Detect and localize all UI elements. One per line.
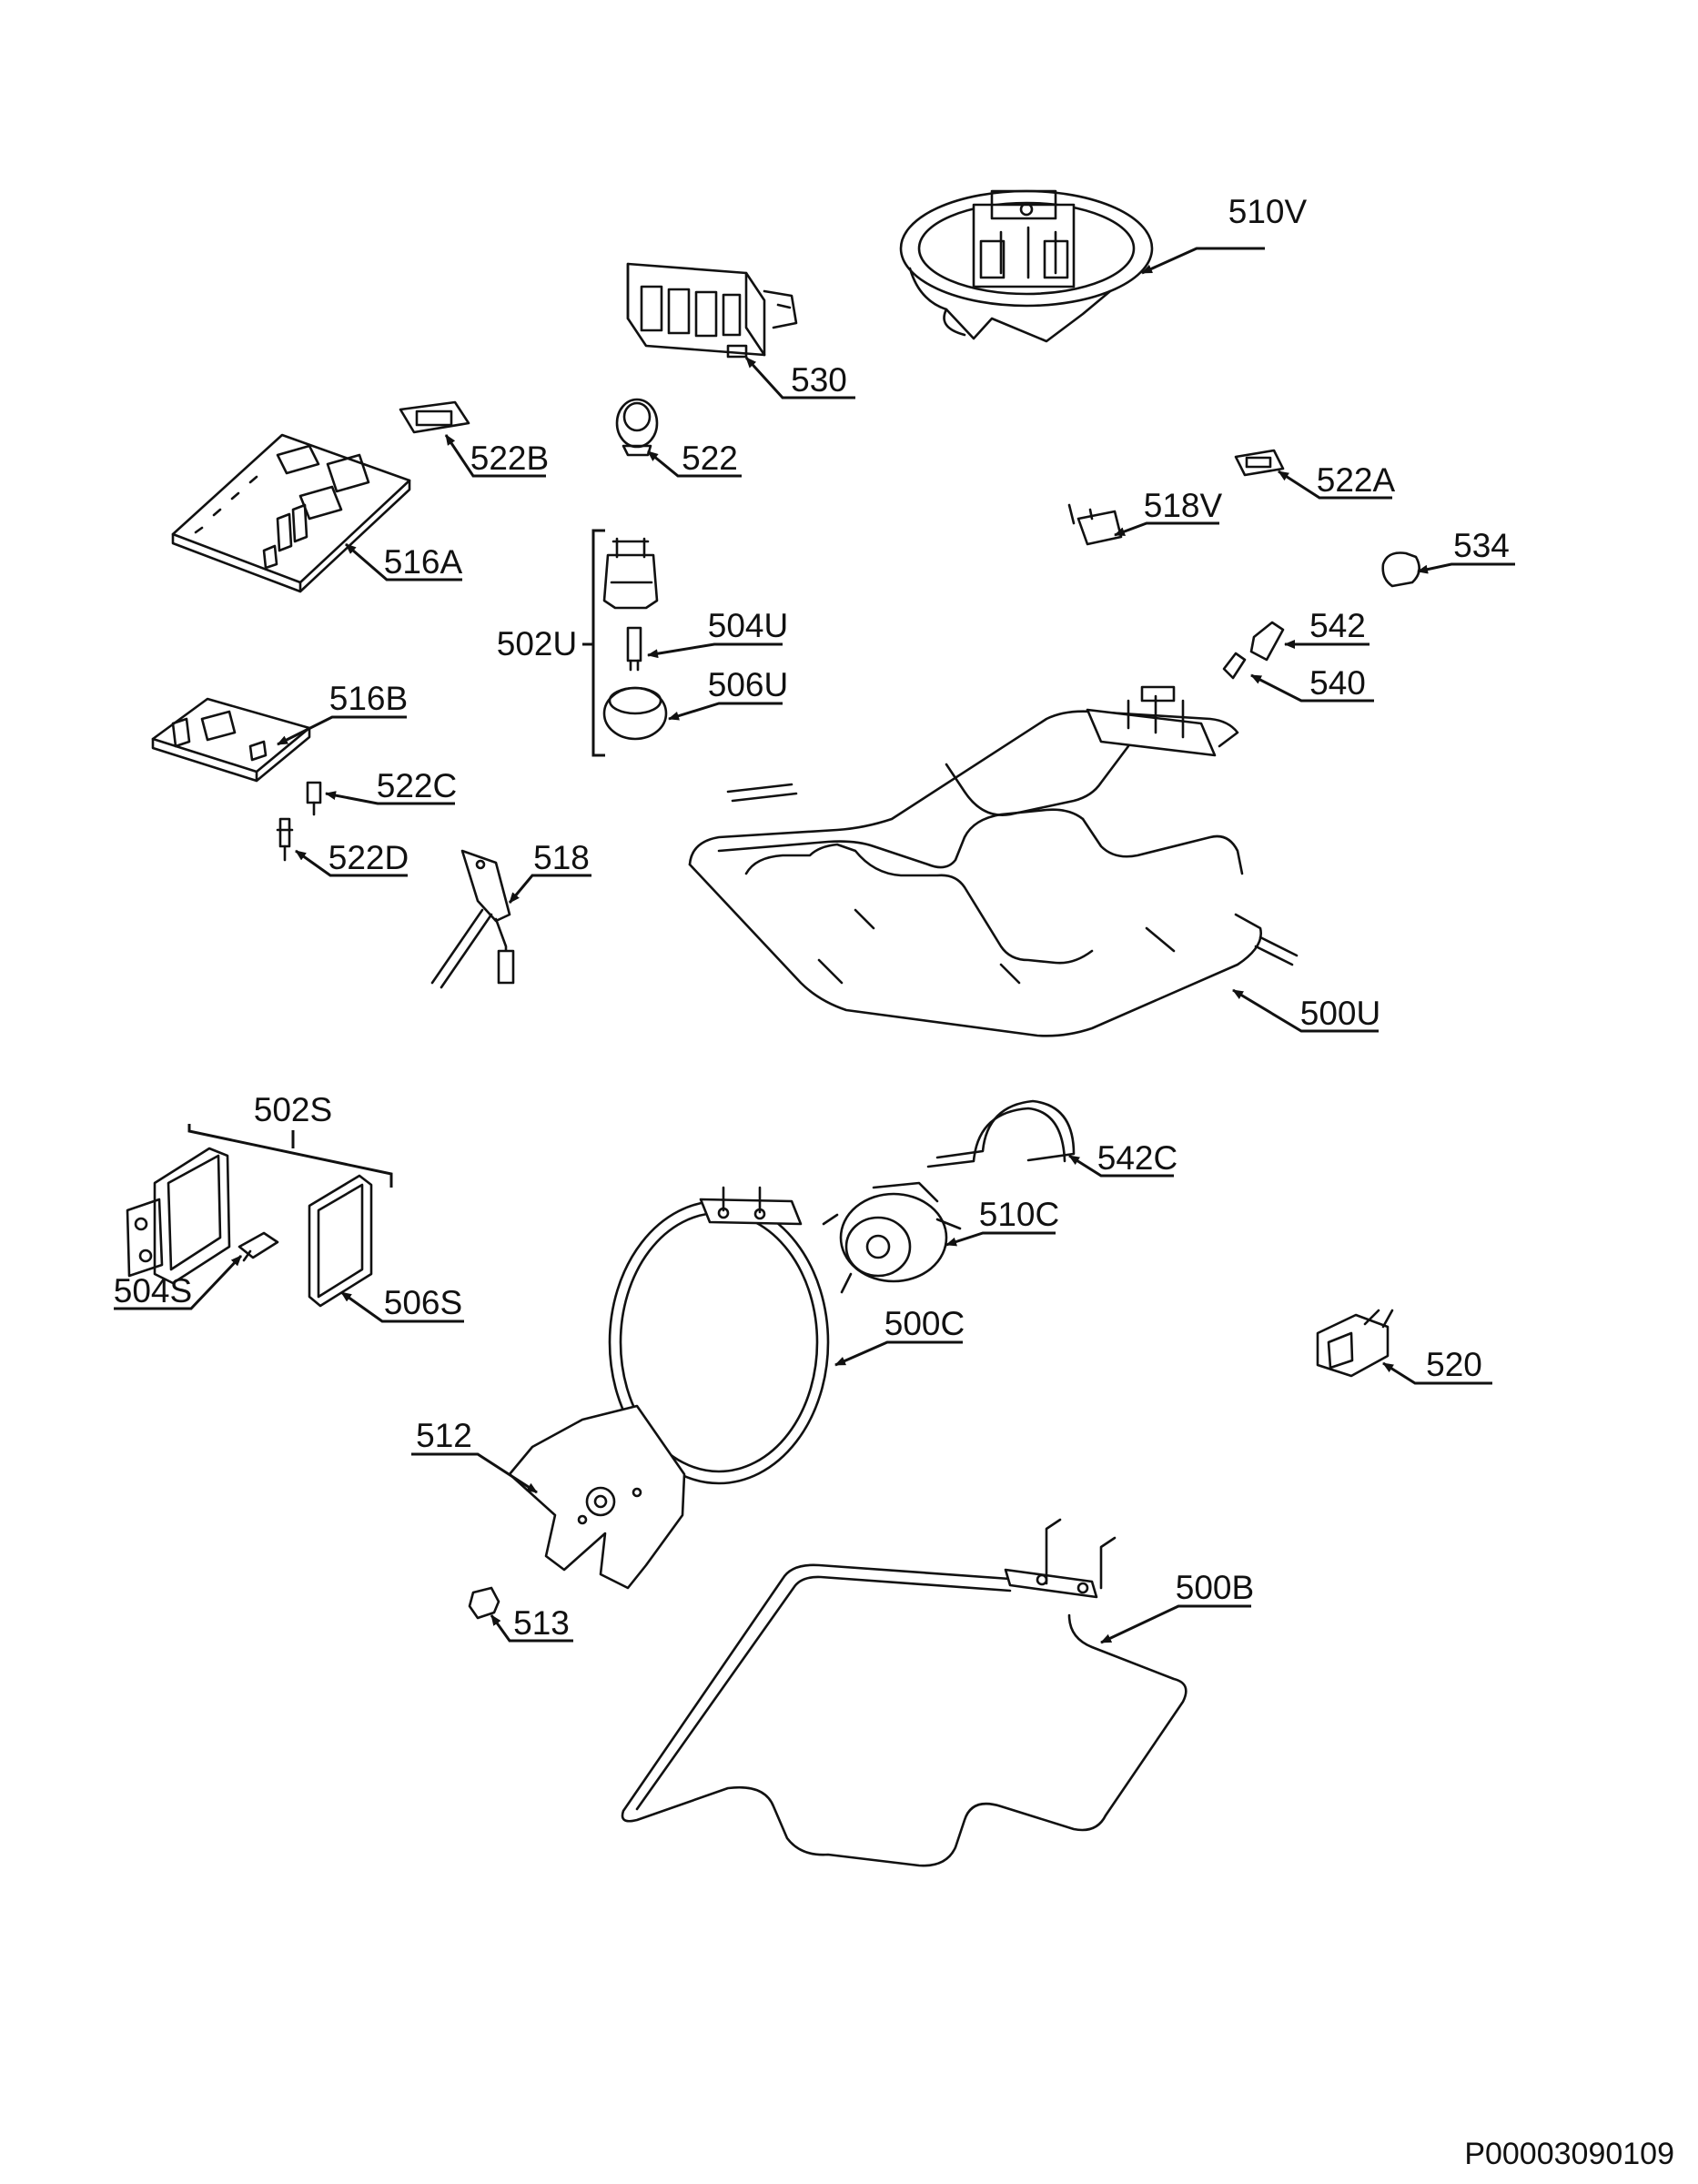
label-506U: 506U (708, 666, 788, 703)
part-542-540 (1222, 621, 1285, 680)
label-504S: 504S (114, 1272, 192, 1309)
label-504U: 504U (708, 607, 788, 644)
label-522A: 522A (1317, 461, 1396, 499)
label-502U: 502U (497, 625, 577, 662)
label-522B: 522B (470, 440, 549, 477)
label-516A: 516A (384, 543, 463, 581)
part-534-cap (1381, 551, 1420, 588)
label-518V: 518V (1144, 487, 1223, 524)
label-500U: 500U (1300, 995, 1380, 1032)
part-542C-clip (926, 1099, 1076, 1168)
label-512: 512 (416, 1417, 472, 1454)
label-530: 530 (791, 361, 847, 399)
label-534: 534 (1453, 527, 1510, 564)
drawing-reference-number: P00003090109 (1464, 2137, 1674, 2171)
part-504S-bulb (238, 1231, 279, 1262)
label-522: 522 (682, 440, 738, 477)
label-518: 518 (533, 839, 590, 876)
part-502S-lamp (126, 1147, 231, 1285)
part-510C-motor (822, 1181, 962, 1294)
part-500U-top-element (688, 685, 1299, 1037)
label-500C: 500C (884, 1305, 965, 1342)
part-512-fan-blade (508, 1404, 686, 1590)
label-540: 540 (1309, 664, 1366, 702)
part-506S-cover (308, 1174, 373, 1308)
label-542: 542 (1309, 607, 1366, 644)
label-510C: 510C (979, 1196, 1059, 1233)
part-518V-sensor-holder (1067, 503, 1123, 546)
part-510V-cooling-fan (899, 189, 1154, 343)
label-520: 520 (1426, 1346, 1482, 1383)
label-502S: 502S (254, 1091, 332, 1128)
part-500B-bottom-element (621, 1518, 1188, 1867)
part-516B-board (151, 697, 311, 783)
part-518-sensor (430, 849, 515, 989)
part-522C-522D-pins (276, 781, 322, 862)
part-522B-holder (399, 400, 470, 434)
part-500C-ring-element (608, 1186, 830, 1485)
part-522A-holder (1234, 449, 1285, 477)
part-502U-lamp-assembly (602, 537, 668, 741)
callout-labels: 510V 530 522B 522 522A 518V 534 516A 502… (114, 193, 1674, 2171)
label-500B: 500B (1176, 1569, 1254, 1606)
part-516A-control-board (171, 433, 411, 593)
label-542C: 542C (1097, 1139, 1177, 1177)
label-516B: 516B (329, 680, 408, 717)
label-506S: 506S (384, 1284, 462, 1321)
label-522D: 522D (328, 839, 409, 876)
part-513-nut (468, 1586, 500, 1620)
label-510V: 510V (1228, 193, 1308, 230)
label-522C: 522C (377, 767, 457, 804)
part-522-thermostat (615, 398, 659, 457)
part-520-switch (1316, 1309, 1394, 1378)
part-530-terminal-block (626, 262, 798, 359)
label-513: 513 (513, 1604, 570, 1642)
callout-leaders (114, 247, 1515, 1644)
